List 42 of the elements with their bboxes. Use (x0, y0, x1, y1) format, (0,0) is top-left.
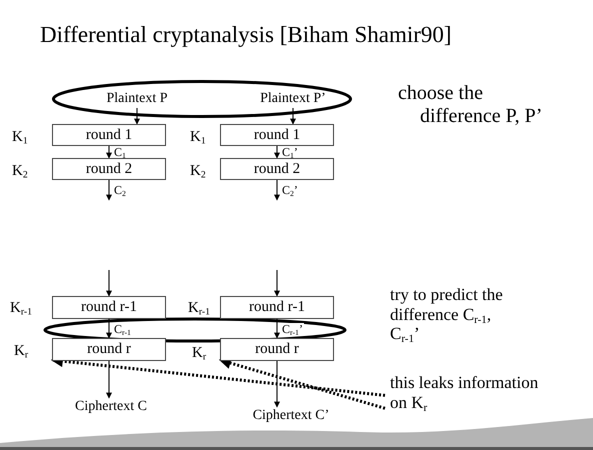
data-label: Plaintext P’ (238, 90, 348, 108)
arrow (106, 270, 112, 297)
note-text: choose the difference P, P’ (398, 82, 544, 128)
round-box: round r (220, 338, 334, 361)
dotted-arrow (218, 357, 386, 410)
edge-label: C$_{r-1}$’ (281, 322, 304, 334)
arrow (134, 108, 140, 125)
round-box: round r-1 (220, 296, 334, 319)
edge-label: C$_{r-1}$ (113, 322, 132, 334)
key-label: K$_{2}$ (12, 163, 28, 180)
arrow (106, 180, 112, 201)
round-box: round 1 (52, 124, 166, 146)
edge-label: C$_{2}$’ (281, 184, 299, 196)
key-label: K$_{r}$ (14, 343, 28, 360)
key-label: K$_{2}$ (190, 163, 206, 180)
round-box: round 2 (220, 158, 334, 180)
round-box: round r-1 (52, 296, 166, 319)
arrow (106, 146, 112, 159)
key-label: K$_{r}$ (192, 345, 206, 362)
round-box: round r (52, 338, 166, 361)
data-label: Ciphertext C (62, 398, 160, 416)
arrow (274, 270, 280, 297)
edge-label: C$_{2}$ (113, 184, 127, 196)
data-label: Ciphertext C’ (242, 407, 340, 425)
arrow (106, 360, 112, 399)
note-text: this leaks information on K$_{r}$ (390, 369, 540, 417)
slide-title: Differential cryptanalysis [Biham Shamir90] (40, 22, 452, 48)
key-label: K$_{1}$ (190, 129, 206, 146)
highlight-ellipse (52, 80, 352, 118)
edge-label: C$_{1}$’ (281, 146, 299, 158)
arrow (274, 360, 280, 408)
round-box: round 2 (52, 158, 166, 180)
note-text: try to predict the difference C$_{r-1}$, C$_{r-1}$’ (390, 285, 504, 344)
round-box: round 1 (220, 124, 334, 146)
arrow (290, 108, 296, 125)
key-label: K$_{r-1}$ (10, 300, 32, 318)
data-label: Plaintext P (82, 90, 192, 108)
key-label: K$_{1}$ (12, 129, 28, 146)
arrow (274, 180, 280, 201)
edge-label: C$_{1}$ (113, 146, 127, 158)
key-label: K$_{r-1}$ (188, 300, 210, 318)
arrow (274, 146, 280, 159)
